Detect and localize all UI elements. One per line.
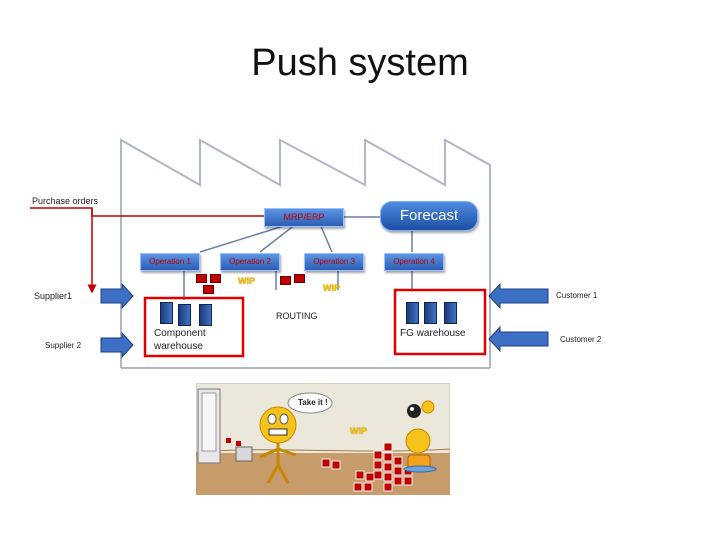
wip-block xyxy=(294,274,305,283)
wip-block xyxy=(210,274,221,283)
customer2-label: Customer 2 xyxy=(560,335,602,344)
fg-bin xyxy=(406,302,419,324)
wip-label: WIP xyxy=(323,283,340,293)
forecast-box: Forecast xyxy=(380,201,478,231)
component-bin xyxy=(199,304,212,326)
supplier2-label: Supplier 2 xyxy=(45,341,82,350)
operation-4-box: Operation 4 xyxy=(384,253,444,271)
supplier1-arrow xyxy=(100,282,134,310)
wip-cartoon-label: WIP xyxy=(350,426,367,436)
operation-1-box: Operation 1 xyxy=(140,253,200,271)
page-title: Push system xyxy=(251,42,469,84)
mrp-link-op1 xyxy=(199,223,291,253)
take-it-bubble-text: Take it ! xyxy=(298,398,328,407)
routing-label: ROUTING xyxy=(276,311,318,321)
purchase-order-line-2 xyxy=(91,208,268,217)
factory-outline xyxy=(120,138,491,368)
mrp-link-op2 xyxy=(259,223,297,253)
fg-bin xyxy=(444,302,457,324)
component-warehouse-box xyxy=(143,296,245,358)
wip-block xyxy=(196,274,207,283)
mrp-link-op3 xyxy=(319,223,333,253)
operation-3-box: Operation 3 xyxy=(304,253,364,271)
purchase-orders-label: Purchase orders xyxy=(32,196,99,206)
supplier2-arrow xyxy=(100,331,134,359)
wip-label: WIP xyxy=(238,276,255,286)
customer1-label: Customer 1 xyxy=(556,291,598,300)
customer1-arrow xyxy=(488,282,549,310)
fg-warehouse-label: FG warehouse xyxy=(400,328,466,339)
fg-bin xyxy=(424,302,437,324)
component-warehouse-label: Component warehouse xyxy=(154,328,206,352)
mrp-erp-box: MRP/ERP xyxy=(264,208,344,227)
customer2-arrow xyxy=(488,325,549,353)
component-bin xyxy=(178,304,191,326)
component-bin xyxy=(160,302,173,324)
wip-block xyxy=(280,276,291,285)
fg-warehouse-box xyxy=(393,288,487,356)
operation-2-box: Operation 2 xyxy=(220,253,280,271)
wip-block xyxy=(203,285,214,294)
purchase-order-line xyxy=(30,207,97,294)
supplier1-label: Supplier1 xyxy=(34,291,73,301)
cartoon-illustration xyxy=(196,383,450,495)
